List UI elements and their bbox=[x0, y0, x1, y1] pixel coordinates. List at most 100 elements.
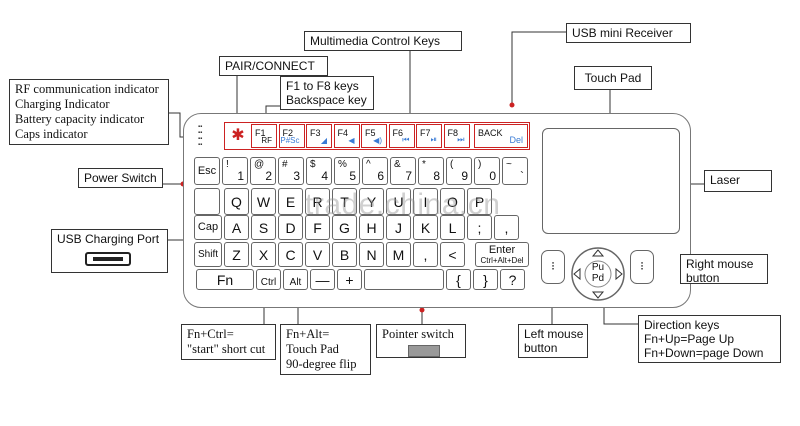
left-mouse-button[interactable]: ⁝ bbox=[541, 250, 565, 284]
key-letter[interactable]: Q bbox=[224, 188, 249, 215]
key-ctrl[interactable]: Ctrl bbox=[256, 269, 281, 290]
key-letter[interactable]: Y bbox=[359, 188, 384, 215]
key-bottom: 1 bbox=[237, 169, 244, 183]
key-row1[interactable]: @2 bbox=[250, 157, 276, 185]
key-shift[interactable]: Shift bbox=[194, 242, 222, 267]
key-row1[interactable]: ~` bbox=[502, 157, 528, 185]
key-brace-open[interactable]: { bbox=[446, 269, 471, 290]
key-row1[interactable]: (9 bbox=[446, 157, 472, 185]
ctrl-label: Ctrl bbox=[260, 277, 277, 288]
key-tab[interactable] bbox=[194, 188, 220, 215]
fkey-4[interactable]: F4◀ bbox=[333, 124, 360, 148]
key-top: ^ bbox=[366, 159, 371, 170]
key-row1[interactable]: #3 bbox=[278, 157, 304, 185]
fkey-label: F8 bbox=[447, 128, 459, 138]
key-space[interactable] bbox=[364, 269, 444, 290]
key-letter[interactable]: Z bbox=[224, 242, 249, 267]
key-label: — bbox=[315, 272, 330, 288]
key-row1[interactable]: !1 bbox=[222, 157, 248, 185]
fkey-6[interactable]: F6⏮ bbox=[388, 124, 415, 148]
key-label: V bbox=[312, 247, 323, 263]
pair-button[interactable]: ✱ bbox=[231, 127, 245, 144]
key-fn[interactable]: Fn bbox=[196, 269, 254, 290]
key-row1[interactable]: &7 bbox=[390, 157, 416, 185]
key-letter[interactable]: H bbox=[359, 215, 384, 240]
key-label: J bbox=[395, 220, 402, 236]
key-letter[interactable]: W bbox=[251, 188, 276, 215]
key-letter[interactable]: G bbox=[332, 215, 357, 240]
key-letter[interactable]: ; bbox=[467, 215, 492, 240]
pu-label: Pu bbox=[591, 262, 605, 273]
key-caps[interactable]: Cap bbox=[194, 215, 222, 240]
key-row1[interactable]: %5 bbox=[334, 157, 360, 185]
key-bottom: 6 bbox=[377, 169, 384, 183]
back-label: BACK bbox=[478, 128, 503, 138]
fkey-sub: ◀) bbox=[373, 136, 382, 145]
key-letter[interactable]: L bbox=[440, 215, 465, 240]
key-label: ; bbox=[477, 220, 482, 236]
key-alt[interactable]: Alt bbox=[283, 269, 308, 290]
key-letter[interactable]: T bbox=[332, 188, 357, 215]
touch-pad[interactable] bbox=[542, 128, 680, 234]
direction-line3: Fn+Down=page Down bbox=[644, 346, 764, 360]
key-plus[interactable]: + bbox=[337, 269, 362, 290]
key-letter[interactable]: X bbox=[251, 242, 276, 267]
fkey-5[interactable]: F5◀) bbox=[361, 124, 387, 148]
key-letter[interactable]: O bbox=[440, 188, 465, 215]
key-label: B bbox=[339, 247, 350, 263]
key-row1[interactable]: *8 bbox=[418, 157, 444, 185]
key-row1[interactable]: Esc bbox=[194, 157, 220, 185]
right-mouse-button[interactable]: ⁝ bbox=[630, 250, 654, 284]
key-row1[interactable]: ^6 bbox=[362, 157, 388, 185]
key-letter[interactable]: R bbox=[305, 188, 330, 215]
key-letter[interactable]: V bbox=[305, 242, 330, 267]
key-letter[interactable]: C bbox=[278, 242, 303, 267]
key-letter[interactable]: , bbox=[413, 242, 438, 267]
key-minus[interactable]: — bbox=[310, 269, 335, 290]
key-label: R bbox=[312, 194, 323, 210]
fkey-3[interactable]: F3◢ bbox=[306, 124, 332, 148]
key-bottom: 0 bbox=[489, 169, 496, 183]
key-letter[interactable]: M bbox=[386, 242, 411, 267]
key-letter[interactable]: A bbox=[224, 215, 249, 240]
key-letter[interactable]: I bbox=[413, 188, 438, 215]
key-letter[interactable]: F bbox=[305, 215, 330, 240]
key-label: , bbox=[423, 247, 428, 263]
key-letter[interactable]: E bbox=[278, 188, 303, 215]
key-label: P bbox=[474, 194, 485, 210]
pointer-switch-icon bbox=[408, 345, 440, 357]
key-row1[interactable]: $4 bbox=[306, 157, 332, 185]
f-keys-line2: Backspace key bbox=[286, 93, 367, 107]
key-letter[interactable]: , bbox=[494, 215, 519, 240]
backspace-key[interactable]: BACK Del bbox=[474, 124, 528, 148]
key-label: } bbox=[483, 272, 488, 288]
key-brace-close[interactable]: } bbox=[473, 269, 498, 290]
callout-usb-charging: USB Charging Port bbox=[51, 229, 168, 273]
key-letter[interactable]: < bbox=[440, 242, 465, 267]
key-row1[interactable]: )0 bbox=[474, 157, 500, 185]
key-letter[interactable]: B bbox=[332, 242, 357, 267]
key-letter[interactable]: P bbox=[467, 188, 492, 215]
key-letter[interactable]: J bbox=[386, 215, 411, 240]
direction-line1: Direction keys bbox=[644, 318, 720, 332]
key-question[interactable]: ? bbox=[500, 269, 525, 290]
key-label: X bbox=[258, 247, 269, 263]
fkey-label: F3 bbox=[310, 128, 321, 138]
fkey-8[interactable]: F8⏭ bbox=[443, 124, 470, 148]
key-letter[interactable]: K bbox=[413, 215, 438, 240]
key-letter[interactable]: S bbox=[251, 215, 276, 240]
fkey-7[interactable]: F7⏯ bbox=[416, 124, 442, 148]
direction-pad[interactable] bbox=[568, 246, 628, 302]
key-label: F bbox=[313, 220, 322, 236]
pointer-switch-label: Pointer switch bbox=[382, 327, 454, 341]
key-letter[interactable]: D bbox=[278, 215, 303, 240]
indicator-charging: Charging Indicator bbox=[15, 97, 110, 111]
fkey-sub: ⏮ bbox=[402, 135, 410, 144]
enter-label: Enter bbox=[488, 244, 516, 256]
key-label: M bbox=[392, 247, 405, 263]
key-letter[interactable]: N bbox=[359, 242, 384, 267]
key-letter[interactable]: U bbox=[386, 188, 411, 215]
